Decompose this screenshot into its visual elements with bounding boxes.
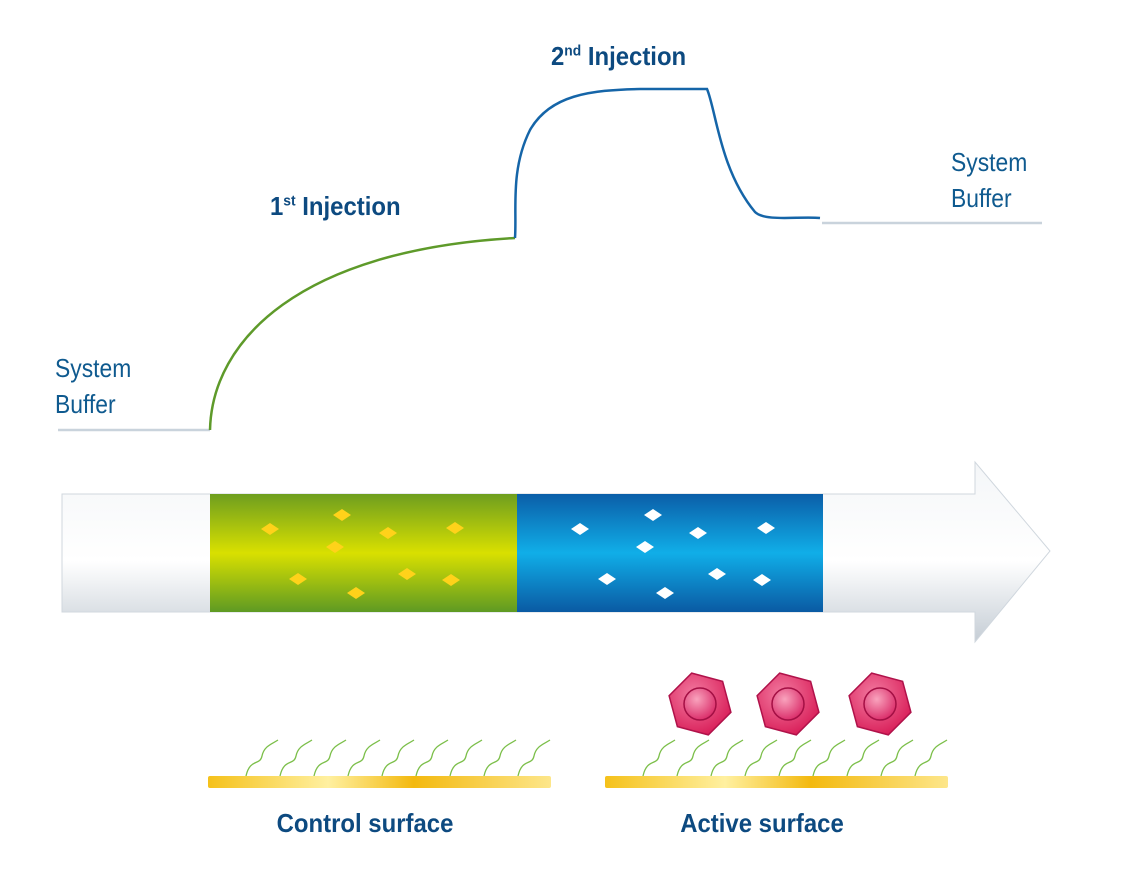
diamond-particle-icon <box>446 522 464 534</box>
first-injection-suffix: st <box>283 192 296 210</box>
analyte-particles-first <box>261 509 464 599</box>
ligand-strand <box>710 739 744 777</box>
first-injection-text: Injection <box>295 191 401 221</box>
hexagon-ligand-icon <box>848 672 912 736</box>
analyte-particles-second <box>571 509 775 599</box>
diamond-particle-icon <box>644 509 662 521</box>
ligand-strand <box>517 739 551 777</box>
first-injection-number: 1 <box>270 191 284 221</box>
second-injection-text: Injection <box>581 41 687 71</box>
diamond-particle-icon <box>398 568 416 580</box>
diamond-particle-icon <box>753 574 771 586</box>
system-buffer-left-line1: System <box>55 353 132 383</box>
diamond-particle-icon <box>689 527 707 539</box>
diamond-particle-icon <box>708 568 726 580</box>
sensorgram <box>58 87 1042 432</box>
first-injection-segment <box>210 494 517 612</box>
ligand-strand <box>245 739 279 777</box>
ligand-strand <box>642 739 676 777</box>
system-buffer-right-label: System Buffer <box>951 144 1027 216</box>
diamond-particle-icon <box>333 509 351 521</box>
diamond-particle-icon <box>598 573 616 585</box>
second-injection-curve <box>513 87 821 239</box>
ligand-strand <box>812 739 846 777</box>
system-buffer-left-line2: Buffer <box>55 389 116 419</box>
ligand-strand <box>381 739 415 777</box>
diamond-particle-icon <box>261 523 279 535</box>
ligand-strand <box>313 739 347 777</box>
system-buffer-left-label: System Buffer <box>55 350 131 422</box>
diamond-particle-icon <box>656 587 674 599</box>
ligand-strand <box>880 739 914 777</box>
ligand-strand <box>279 739 313 777</box>
diamond-particle-icon <box>757 522 775 534</box>
diamond-particle-icon <box>442 574 460 586</box>
diamond-particle-icon <box>636 541 654 553</box>
ligand-strand <box>744 739 778 777</box>
diamond-particle-icon <box>347 587 365 599</box>
diamond-particle-icon <box>379 527 397 539</box>
control-surface <box>208 739 551 788</box>
hexagon-ligand-icon <box>668 672 732 736</box>
first-injection-label: 1st Injection <box>270 191 401 222</box>
second-injection-label: 2nd Injection <box>551 41 686 72</box>
diamond-particle-icon <box>326 541 344 553</box>
active-surface-label: Active surface <box>680 808 844 838</box>
control-gold-layer <box>208 776 551 788</box>
diamond-particle-icon <box>571 523 589 535</box>
bound-analytes <box>668 672 912 736</box>
diamond-particle-icon <box>289 573 307 585</box>
hexagon-ligand-icon <box>756 672 820 736</box>
second-injection-number: 2 <box>551 41 565 71</box>
system-buffer-right-line2: Buffer <box>951 183 1012 213</box>
second-injection-suffix: nd <box>564 42 582 60</box>
ligand-strands-active <box>642 739 948 777</box>
active-gold-layer <box>605 776 948 788</box>
first-injection-curve <box>208 236 516 431</box>
ligand-strand <box>483 739 517 777</box>
control-surface-label: Control surface <box>276 808 454 838</box>
ligand-strand <box>347 739 381 777</box>
ligand-strand <box>914 739 948 777</box>
ligand-strand <box>846 739 880 777</box>
ligand-strand <box>415 739 449 777</box>
flow-arrow-icon <box>61 460 1051 644</box>
system-buffer-right-line1: System <box>951 147 1028 177</box>
ligand-strand <box>676 739 710 777</box>
active-surface <box>605 672 948 788</box>
ligand-strand <box>778 739 812 777</box>
ligand-strand <box>449 739 483 777</box>
ligand-strands-control <box>245 739 551 777</box>
